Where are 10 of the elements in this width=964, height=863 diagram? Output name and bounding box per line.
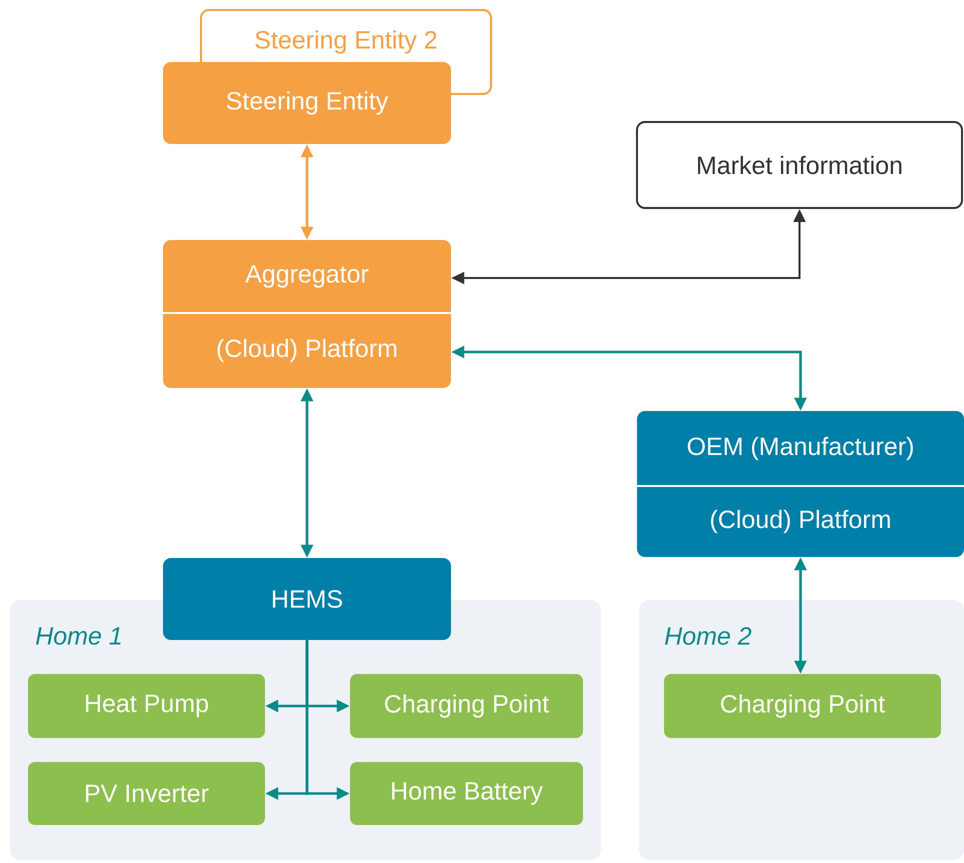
platform-box: Aggregator (Cloud) Platform xyxy=(163,240,451,388)
device-box: Charging Point xyxy=(664,674,941,738)
device-box: PV Inverter xyxy=(28,762,265,825)
process-box: Steering Entity xyxy=(163,62,451,144)
device-box: Home Battery xyxy=(350,762,583,825)
info-box: Market information xyxy=(636,121,963,209)
process-box: HEMS xyxy=(163,558,451,640)
device-box: Heat Pump xyxy=(28,674,265,738)
platform-box: OEM (Manufacturer) (Cloud) Platform xyxy=(637,411,964,557)
device-box: Charging Point xyxy=(350,674,583,738)
